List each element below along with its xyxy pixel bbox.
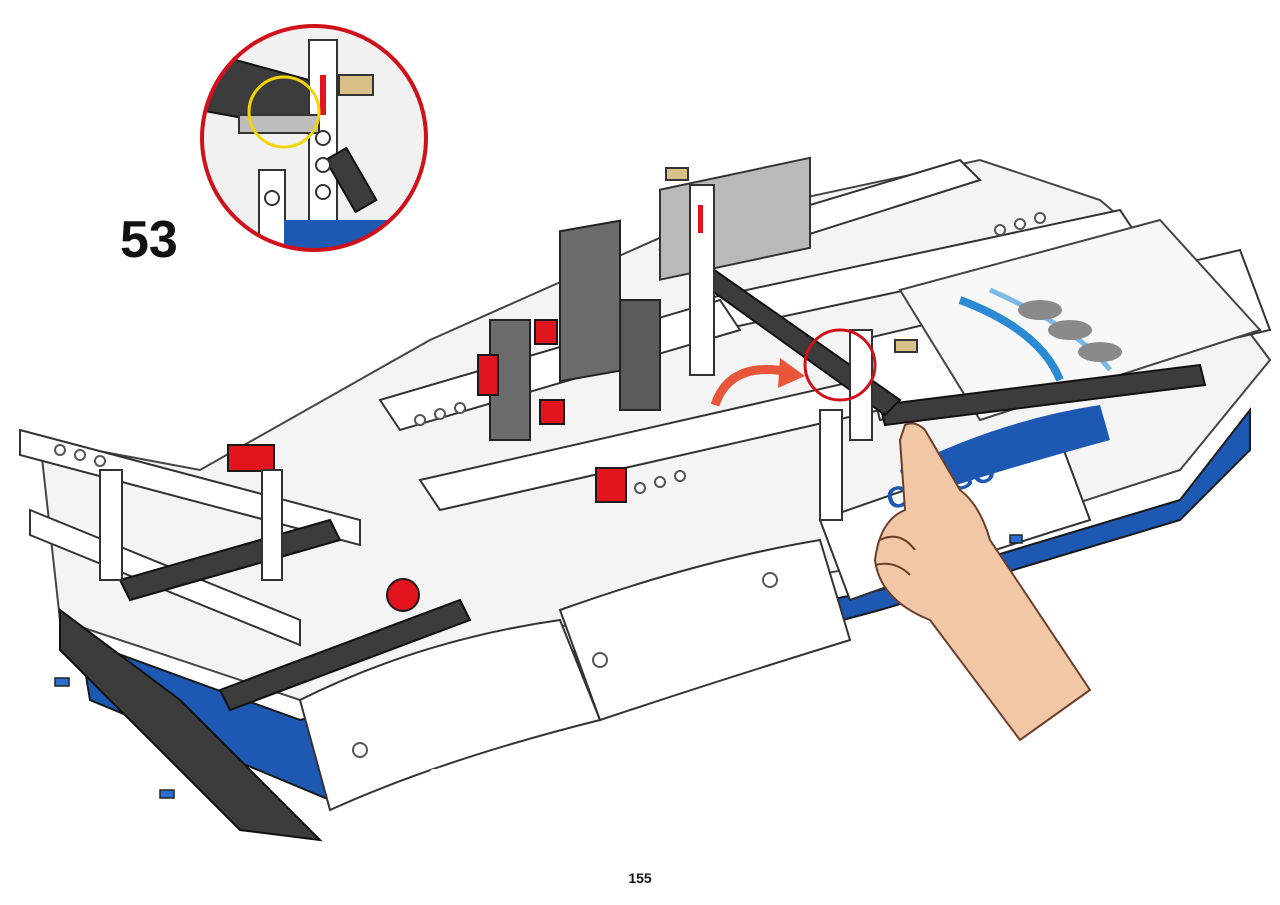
page-number: 155 bbox=[628, 870, 652, 886]
zoom-callout-circle bbox=[200, 24, 428, 252]
yellow-highlight-circle bbox=[247, 75, 321, 149]
callout-post-arrow bbox=[320, 75, 326, 115]
callout-hole-2 bbox=[315, 157, 331, 173]
post-red-arrow bbox=[698, 205, 703, 233]
deck-stripe bbox=[958, 296, 1064, 382]
step-number: 53 bbox=[120, 211, 178, 269]
callout-ring bbox=[200, 24, 428, 252]
callout-tan-pin bbox=[338, 74, 374, 96]
beam-holes bbox=[54, 212, 1046, 758]
deck-pad-2 bbox=[1048, 320, 1092, 340]
target-highlight-circle bbox=[803, 328, 877, 402]
curved-arrow-icon bbox=[710, 364, 791, 407]
callout-hole-3 bbox=[315, 184, 331, 200]
blue-pins bbox=[54, 534, 1023, 799]
callout-plus-hole-icon bbox=[264, 190, 280, 206]
cargo-deck bbox=[898, 218, 1262, 422]
callout-axle bbox=[324, 146, 378, 214]
curved-arrow-head-icon bbox=[778, 358, 805, 388]
dark-beams bbox=[118, 258, 1207, 712]
deck-pad-3 bbox=[1078, 342, 1122, 362]
pointing-hand bbox=[873, 422, 1092, 742]
tan-pins bbox=[665, 167, 918, 353]
decal-small: SLE bbox=[427, 761, 457, 783]
deck-pad bbox=[1018, 300, 1062, 320]
callout-hole bbox=[315, 130, 331, 146]
callout-gray-pin bbox=[238, 114, 320, 134]
red-parts bbox=[227, 319, 627, 612]
